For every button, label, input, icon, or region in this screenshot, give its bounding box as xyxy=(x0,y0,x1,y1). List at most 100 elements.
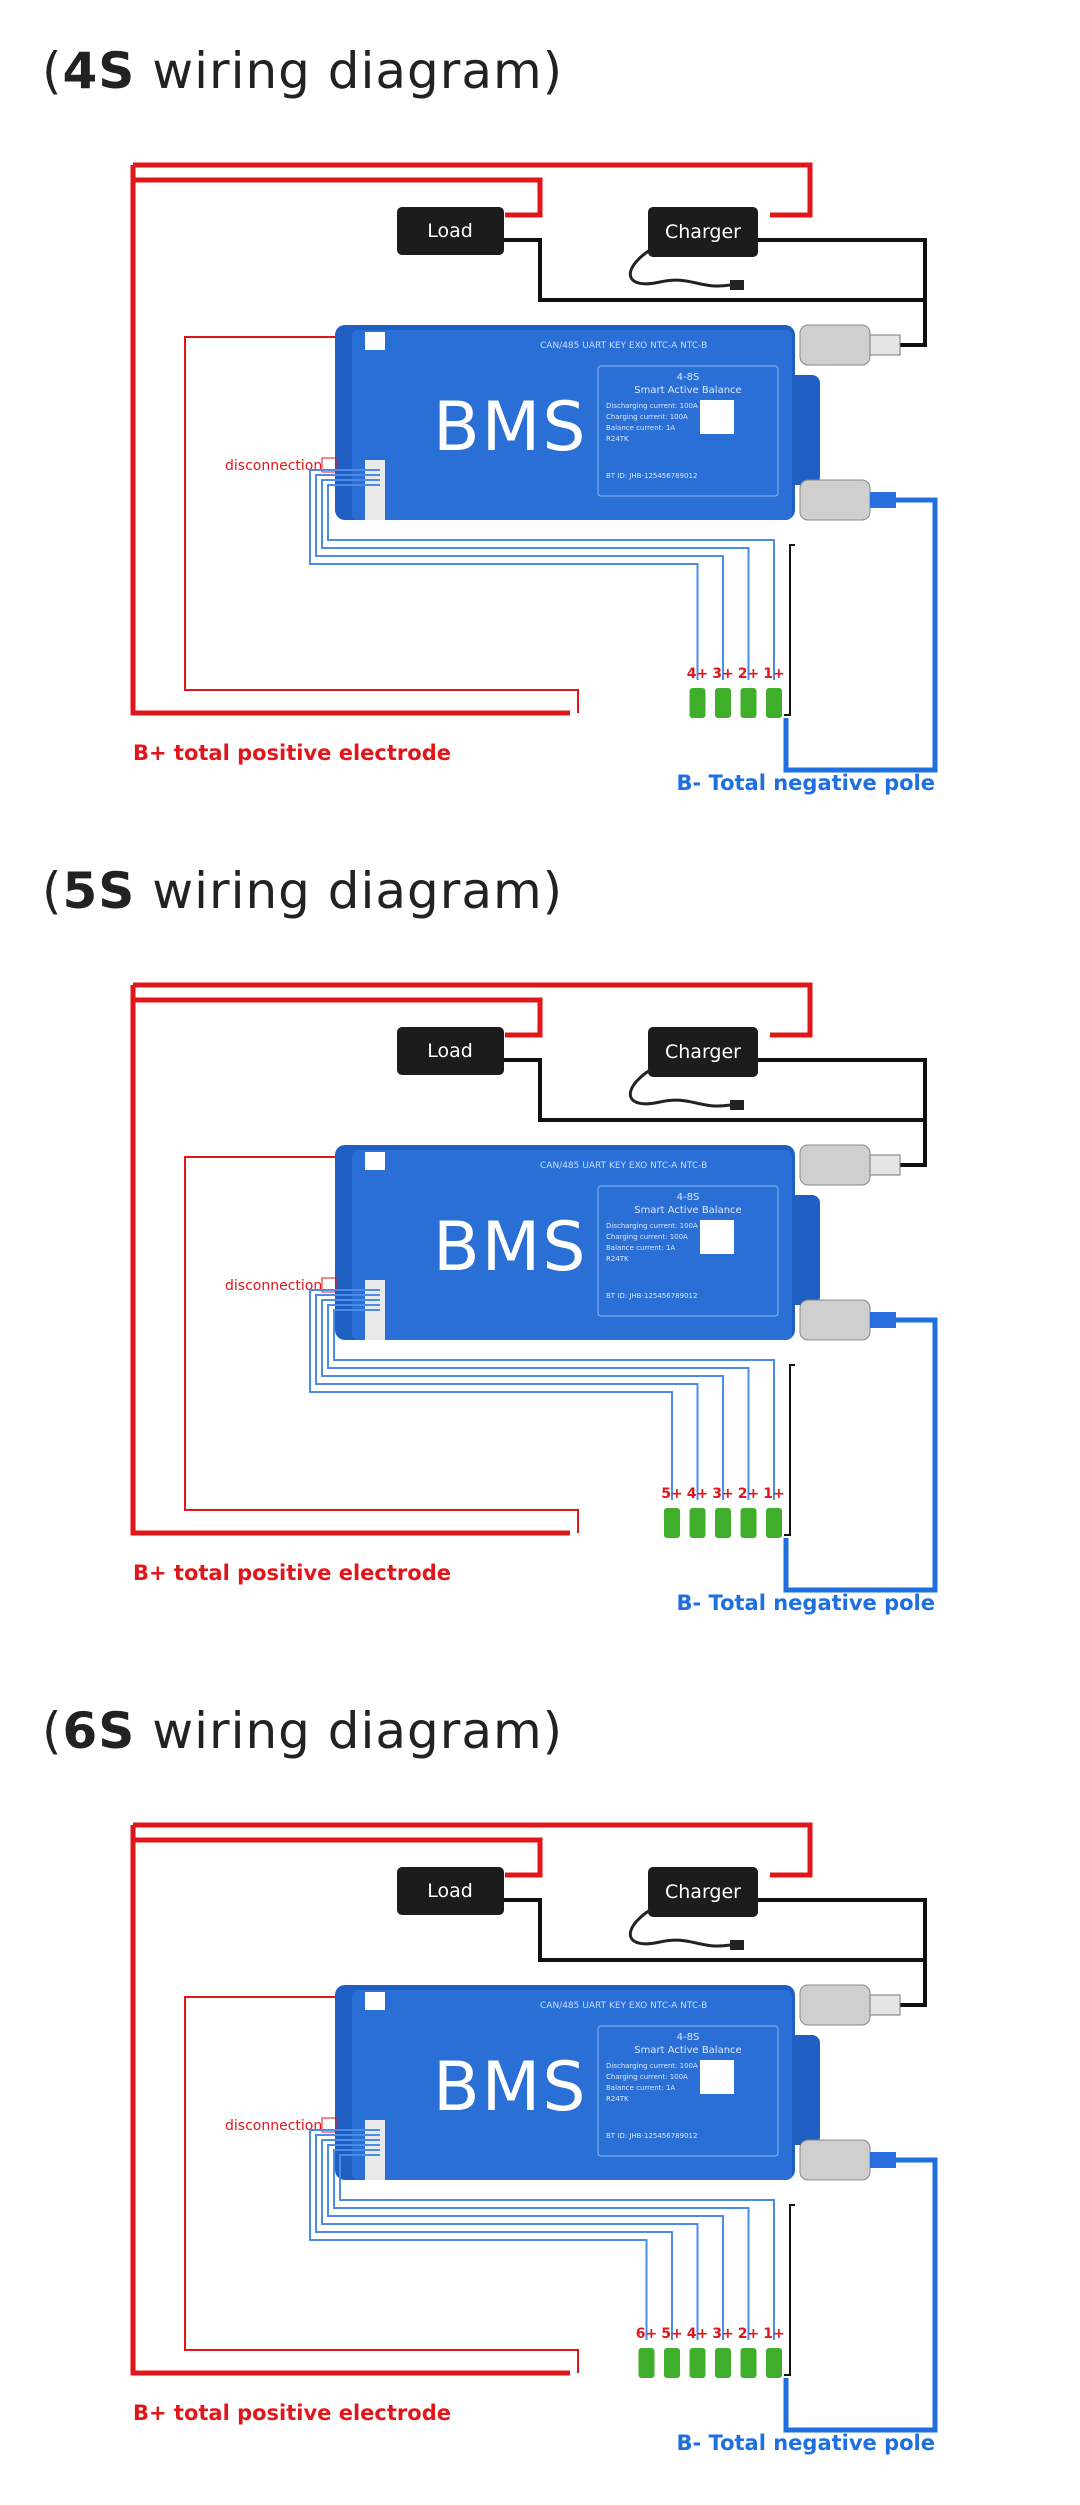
bms-spec: Balance current: 1A xyxy=(606,424,675,432)
balance-wire xyxy=(315,1294,699,1500)
cell-label: 3+ xyxy=(712,1486,733,1502)
balance-wire xyxy=(333,1309,775,1500)
bms-spec: R24TK xyxy=(606,2095,629,2103)
cell-label: 4+ xyxy=(687,1486,708,1502)
bms-panel-subtitle: Smart Active Balance xyxy=(634,385,741,396)
bms-spec: Balance current: 1A xyxy=(606,1244,675,1252)
cell-ground-wire xyxy=(784,1364,795,1536)
cell-ground-wire xyxy=(784,544,795,716)
charger-plug xyxy=(730,1940,744,1950)
terminal-p-minus-lug xyxy=(869,1154,901,1176)
heading-series: 4S xyxy=(62,42,136,100)
section-heading: (4S wiring diagram) xyxy=(42,42,563,100)
positive-label: B+ total positive electrode xyxy=(133,1561,451,1585)
charger-box xyxy=(648,207,758,257)
bms-panel-subtitle: Smart Active Balance xyxy=(634,1205,741,1216)
terminal-p-minus xyxy=(799,1144,871,1186)
balance-wire xyxy=(315,474,724,680)
charger-label: Charger xyxy=(665,1041,741,1063)
disconnection-marker xyxy=(321,2117,337,2133)
disconnection-label: disconnection xyxy=(225,2118,322,2134)
bms-spec: Discharging current: 100A xyxy=(606,402,698,410)
negative-label: B- Total negative pole xyxy=(677,771,936,795)
battery-cell xyxy=(689,688,706,718)
load-label: Load xyxy=(427,1880,473,1902)
load-negative-wire xyxy=(504,1898,927,2007)
terminal-b-minus xyxy=(799,1299,871,1341)
balance-wire xyxy=(309,469,699,680)
bms-panel-title: 4-8S xyxy=(677,1192,700,1203)
bplus-sense-wire xyxy=(184,1156,579,1533)
charger-cable xyxy=(628,248,731,288)
heading-paren: ( xyxy=(42,862,63,920)
cell-label: 5+ xyxy=(661,1486,682,1502)
terminal-b-minus xyxy=(799,479,871,521)
charger-plug xyxy=(730,280,744,290)
bms-port-bplus xyxy=(365,332,385,350)
cell-label: 2+ xyxy=(738,1486,759,1502)
charger-negative-wire xyxy=(758,1898,927,1960)
cell-label: 5+ xyxy=(661,2326,682,2342)
bms-spec: Balance current: 1A xyxy=(606,2084,675,2092)
load-negative-wire xyxy=(504,1058,927,1167)
negative-wire xyxy=(783,1317,938,1593)
cell-label: 1+ xyxy=(763,666,784,682)
bms-bt-id: BT ID: JHB-125456789012 xyxy=(606,1292,697,1300)
bms-spec: R24TK xyxy=(606,1255,629,1263)
charger-positive-wire xyxy=(133,1822,813,1878)
battery-cell xyxy=(766,688,782,718)
cell-label: 2+ xyxy=(738,666,759,682)
bms-spec: Discharging current: 100A xyxy=(606,1222,698,1230)
charger-cable xyxy=(628,1068,731,1108)
bms-spec: Charging current: 100A xyxy=(606,1233,688,1241)
disconnection-label: disconnection xyxy=(225,458,322,474)
section-heading: (5S wiring diagram) xyxy=(42,862,563,920)
bms-title: BMS xyxy=(433,2048,587,2127)
charger-box xyxy=(648,1027,758,1077)
bms-body xyxy=(352,1150,792,1340)
bms-qr-code xyxy=(700,400,734,434)
cell-label: 3+ xyxy=(712,2326,733,2342)
load-box xyxy=(397,1027,504,1075)
negative-label: B- Total negative pole xyxy=(677,1591,936,1615)
positive-outer-wire xyxy=(130,165,570,716)
cell-label: 6+ xyxy=(636,2326,657,2342)
bms-qr-code xyxy=(700,1220,734,1254)
positive-label: B+ total positive electrode xyxy=(133,2401,451,2425)
bplus-sense-wire xyxy=(184,336,579,713)
disconnection-label: disconnection xyxy=(225,1278,322,1294)
bms-ports-label: CAN/485 UART KEY EXO NTC-A NTC-B xyxy=(540,1161,707,1171)
bms-title: BMS xyxy=(433,388,587,467)
battery-cell xyxy=(638,2348,655,2378)
load-box xyxy=(397,1867,504,1915)
load-label: Load xyxy=(427,220,473,242)
terminal-b-minus xyxy=(799,2139,871,2181)
bms-bt-id: BT ID: JHB-125456789012 xyxy=(606,2132,697,2140)
terminal-p-minus xyxy=(799,324,871,366)
battery-cell xyxy=(766,1508,782,1538)
charger-cable xyxy=(628,1908,731,1948)
balance-wire xyxy=(327,1304,750,1500)
heading-text: wiring diagram) xyxy=(135,42,564,100)
charger-negative-wire xyxy=(758,1058,927,1120)
balance-wire xyxy=(315,2134,673,2340)
balance-wire xyxy=(309,1289,673,1500)
bms-info-panel xyxy=(597,365,779,497)
bms-spec: Charging current: 100A xyxy=(606,413,688,421)
bms-ports-label: CAN/485 UART KEY EXO NTC-A NTC-B xyxy=(540,2001,707,2011)
load-positive-wire xyxy=(133,1837,543,1878)
heading-paren: ( xyxy=(42,1702,63,1760)
negative-wire xyxy=(783,497,938,773)
bms-spec: Discharging current: 100A xyxy=(606,2062,698,2070)
bms-panel-title: 4-8S xyxy=(677,2032,700,2043)
negative-label: B- Total negative pole xyxy=(677,2431,936,2455)
negative-wire xyxy=(783,2157,938,2433)
battery-cell xyxy=(740,688,757,718)
load-positive-wire xyxy=(133,997,543,1038)
balance-wire xyxy=(327,484,775,680)
